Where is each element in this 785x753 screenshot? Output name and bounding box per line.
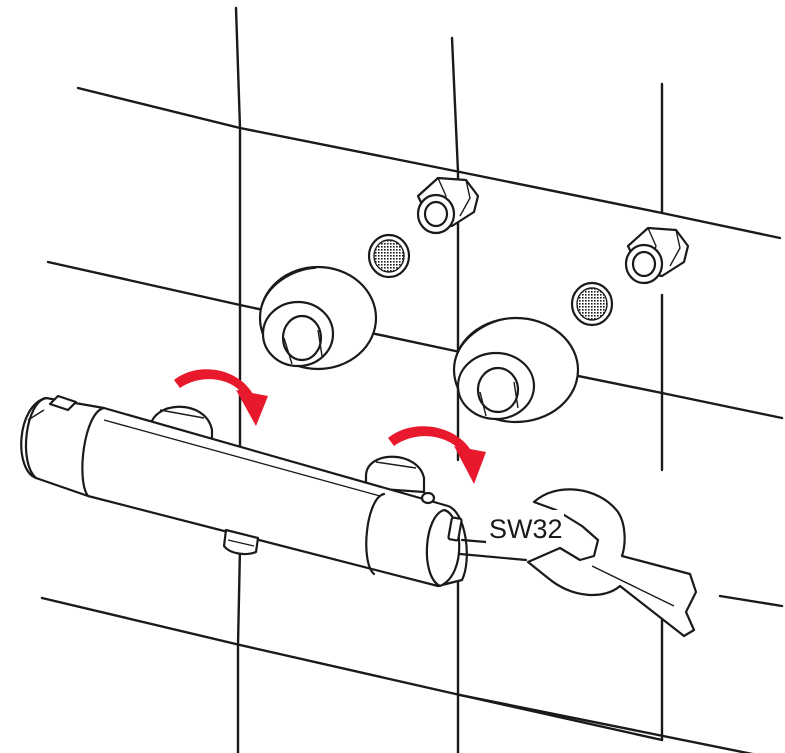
wrench-label-bg bbox=[486, 510, 564, 544]
filter-screen-right bbox=[570, 281, 614, 327]
open-end-wrench: SW32 bbox=[458, 488, 698, 638]
wall-tiles bbox=[40, 6, 784, 753]
thermostatic-mixer-bar bbox=[20, 394, 468, 588]
rotation-arrow-right bbox=[388, 426, 486, 484]
filter-screen-left bbox=[367, 233, 411, 279]
cover-rosette-right bbox=[452, 316, 580, 424]
wrench-size-label: SW32 bbox=[489, 514, 563, 544]
pipe-connector-right bbox=[624, 226, 690, 285]
rotation-arrow-left bbox=[174, 369, 268, 426]
pipe-connector-left bbox=[416, 176, 480, 235]
cover-rosette-left bbox=[258, 265, 378, 371]
